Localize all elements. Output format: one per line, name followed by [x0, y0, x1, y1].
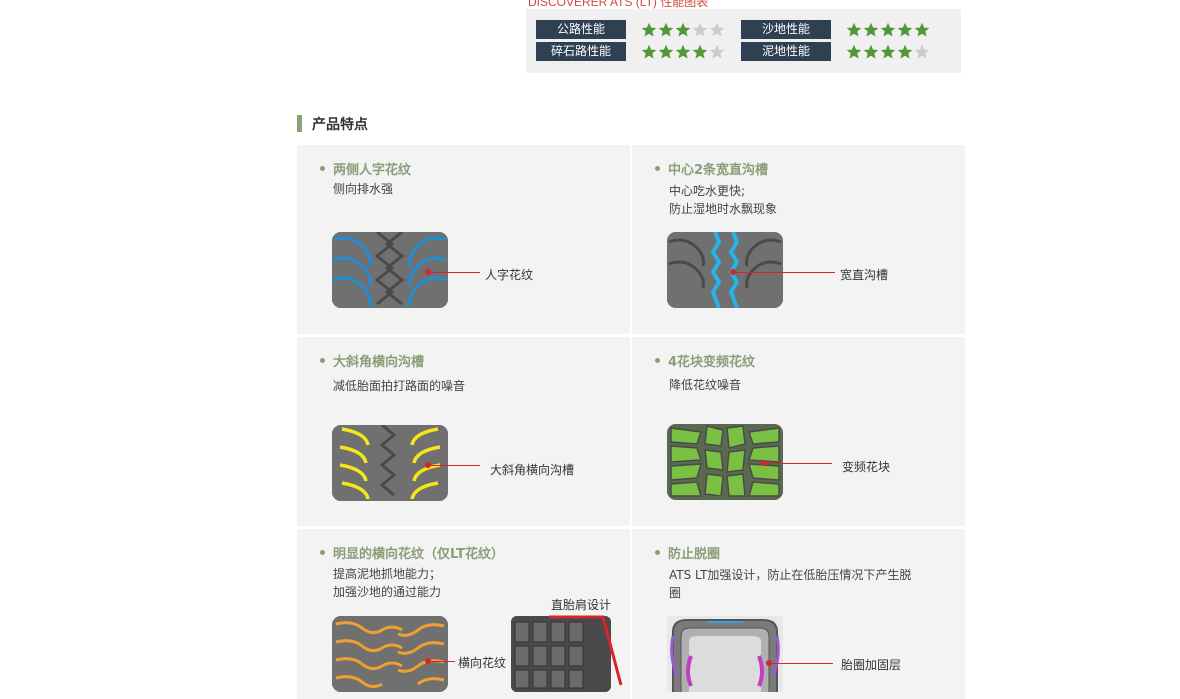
star-filled-icon: [863, 22, 879, 38]
bullet-icon: [655, 358, 660, 363]
feature-title: 防止脱圈: [655, 543, 720, 562]
shoulder-callout-line: [549, 615, 623, 686]
star-filled-icon: [914, 22, 930, 38]
mud-performance-label: 泥地性能: [741, 42, 831, 61]
feature-desc: 中心吃水更快;防止湿地时水飘现象: [669, 184, 778, 216]
callout-dot: [766, 660, 772, 666]
feature-card-variable-pitch: 4花块变频花纹 降低花纹噪音: [632, 337, 965, 526]
section-title: 产品特点: [312, 116, 368, 133]
feature-title: 4花块变频花纹: [655, 351, 755, 370]
feature-title: 两侧人字花纹: [320, 159, 411, 178]
feature-desc: 降低花纹噪音: [669, 378, 742, 392]
gravel-performance-label: 碎石路性能: [536, 42, 626, 61]
bullet-icon: [320, 166, 325, 171]
bullet-icon: [655, 166, 660, 171]
callout-dot: [730, 269, 736, 275]
callout-dot: [425, 658, 431, 664]
performance-chart: 公路性能 沙地性能 碎石路性能 泥地性能: [526, 9, 961, 73]
tire-shoulder-image: [511, 616, 611, 692]
callout-line: [771, 663, 833, 664]
feature-desc: 提高泥地抓地能力；加强沙地的通过能力: [333, 567, 442, 599]
star-filled-icon: [897, 22, 913, 38]
star-filled-icon: [675, 44, 691, 60]
callout-line: [430, 465, 480, 466]
callout-label: 宽直沟槽: [840, 268, 889, 282]
callout-line: [766, 463, 832, 464]
feature-desc: 侧向排水强: [333, 182, 394, 196]
feature-desc: ATS LT加强设计，防止在低胎压情况下产生脱圈: [669, 568, 912, 600]
callout-label: 横向花纹: [458, 656, 507, 670]
feature-title: 大斜角横向沟槽: [320, 351, 424, 370]
star-filled-icon: [880, 44, 896, 60]
callout-line: [735, 272, 835, 273]
mud-performance-stars: [846, 42, 930, 61]
callout-label: 大斜角横向沟槽: [490, 463, 575, 477]
star-empty-icon: [914, 44, 930, 60]
feature-card-herringbone: 两侧人字花纹 侧向排水强 人字花纹: [297, 145, 630, 334]
star-empty-icon: [709, 44, 725, 60]
feature-title: 明显的横向花纹（仅LT花纹）: [320, 543, 504, 562]
section-marker: [297, 115, 302, 132]
callout-dot: [761, 460, 767, 466]
star-filled-icon: [658, 22, 674, 38]
feature-title: 中心2条宽直沟槽: [655, 159, 768, 178]
tire-tread-image: [332, 616, 448, 692]
bullet-icon: [320, 358, 325, 363]
star-filled-icon: [880, 22, 896, 38]
star-filled-icon: [641, 22, 657, 38]
star-empty-icon: [692, 22, 708, 38]
feature-card-lateral-tread: 明显的横向花纹（仅LT花纹） 提高泥地抓地能力；加强沙地的通过能力 横向花纹: [297, 529, 630, 699]
callout-dot: [425, 462, 431, 468]
star-filled-icon: [897, 44, 913, 60]
feature-card-bead-protection: 防止脱圈 ATS LT加强设计，防止在低胎压情况下产生脱圈 胎圈加固层: [632, 529, 965, 699]
bullet-icon: [320, 550, 325, 555]
section-heading: 产品特点: [297, 115, 368, 133]
road-performance-label: 公路性能: [536, 20, 626, 39]
tire-cross-section-image: [667, 616, 783, 692]
callout-line: [430, 661, 455, 662]
callout-label: 人字花纹: [485, 268, 534, 282]
star-filled-icon: [863, 44, 879, 60]
road-performance-stars: [641, 20, 725, 39]
sand-performance-label: 沙地性能: [741, 20, 831, 39]
callout-label: 胎圈加固层: [841, 658, 902, 672]
bullet-icon: [655, 550, 660, 555]
performance-chart-title: DISCOVERER ATS (LT) 性能图表: [528, 0, 709, 9]
gravel-performance-stars: [641, 42, 725, 61]
feature-card-center-grooves: 中心2条宽直沟槽 中心吃水更快;防止湿地时水飘现象 宽直沟槽: [632, 145, 965, 334]
star-filled-icon: [641, 44, 657, 60]
tire-tread-image: [667, 232, 783, 308]
shoulder-callout-label: 直胎肩设计: [551, 598, 612, 612]
star-filled-icon: [692, 44, 708, 60]
star-filled-icon: [675, 22, 691, 38]
star-filled-icon: [658, 44, 674, 60]
star-empty-icon: [709, 22, 725, 38]
callout-line: [430, 272, 480, 273]
star-filled-icon: [846, 44, 862, 60]
sand-performance-stars: [846, 20, 930, 39]
feature-desc: 减低胎面拍打路面的噪音: [333, 379, 466, 393]
star-filled-icon: [846, 22, 862, 38]
callout-dot: [425, 269, 431, 275]
callout-label: 变频花块: [842, 460, 891, 474]
feature-card-angled-grooves: 大斜角横向沟槽 减低胎面拍打路面的噪音: [297, 337, 630, 526]
